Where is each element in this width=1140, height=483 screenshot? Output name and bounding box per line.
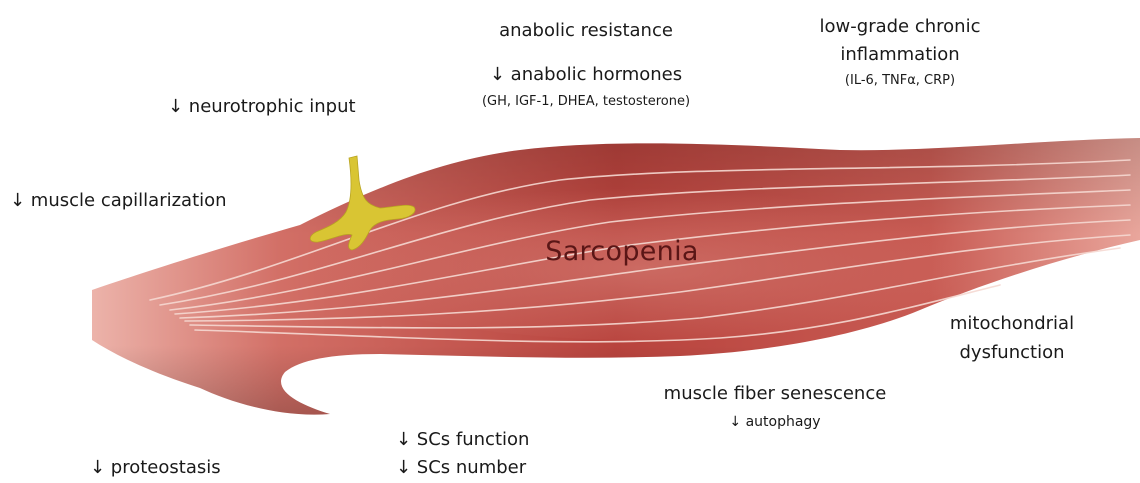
fiber-senescence-label: muscle fiber senescence	[664, 383, 887, 406]
neurotrophic-input-label: ↓ neurotrophic input	[168, 96, 356, 119]
proteostasis-label: ↓ proteostasis	[90, 457, 221, 480]
diagram-title: Sarcopenia	[545, 236, 698, 267]
muscle-capillarization-label: ↓ muscle capillarization	[10, 190, 227, 213]
autophagy-label: ↓ autophagy	[729, 414, 820, 432]
inflammation-label-line1: low-grade chronic	[820, 16, 981, 39]
anabolic-hormones-label: ↓ anabolic hormones	[490, 64, 682, 87]
mitochondrial-label-line2: dysfunction	[960, 342, 1065, 365]
sc-number-label: ↓ SCs number	[396, 457, 526, 480]
sc-function-label: ↓ SCs function	[396, 429, 529, 452]
anabolic-hormones-detail: (GH, IGF-1, DHEA, testosterone)	[482, 94, 690, 110]
mitochondrial-label-line1: mitochondrial	[950, 313, 1074, 336]
inflammation-detail: (IL-6, TNFα, CRP)	[845, 73, 955, 89]
anabolic-resistance-label: anabolic resistance	[499, 20, 673, 43]
inflammation-label-line2: inflammation	[840, 44, 959, 67]
